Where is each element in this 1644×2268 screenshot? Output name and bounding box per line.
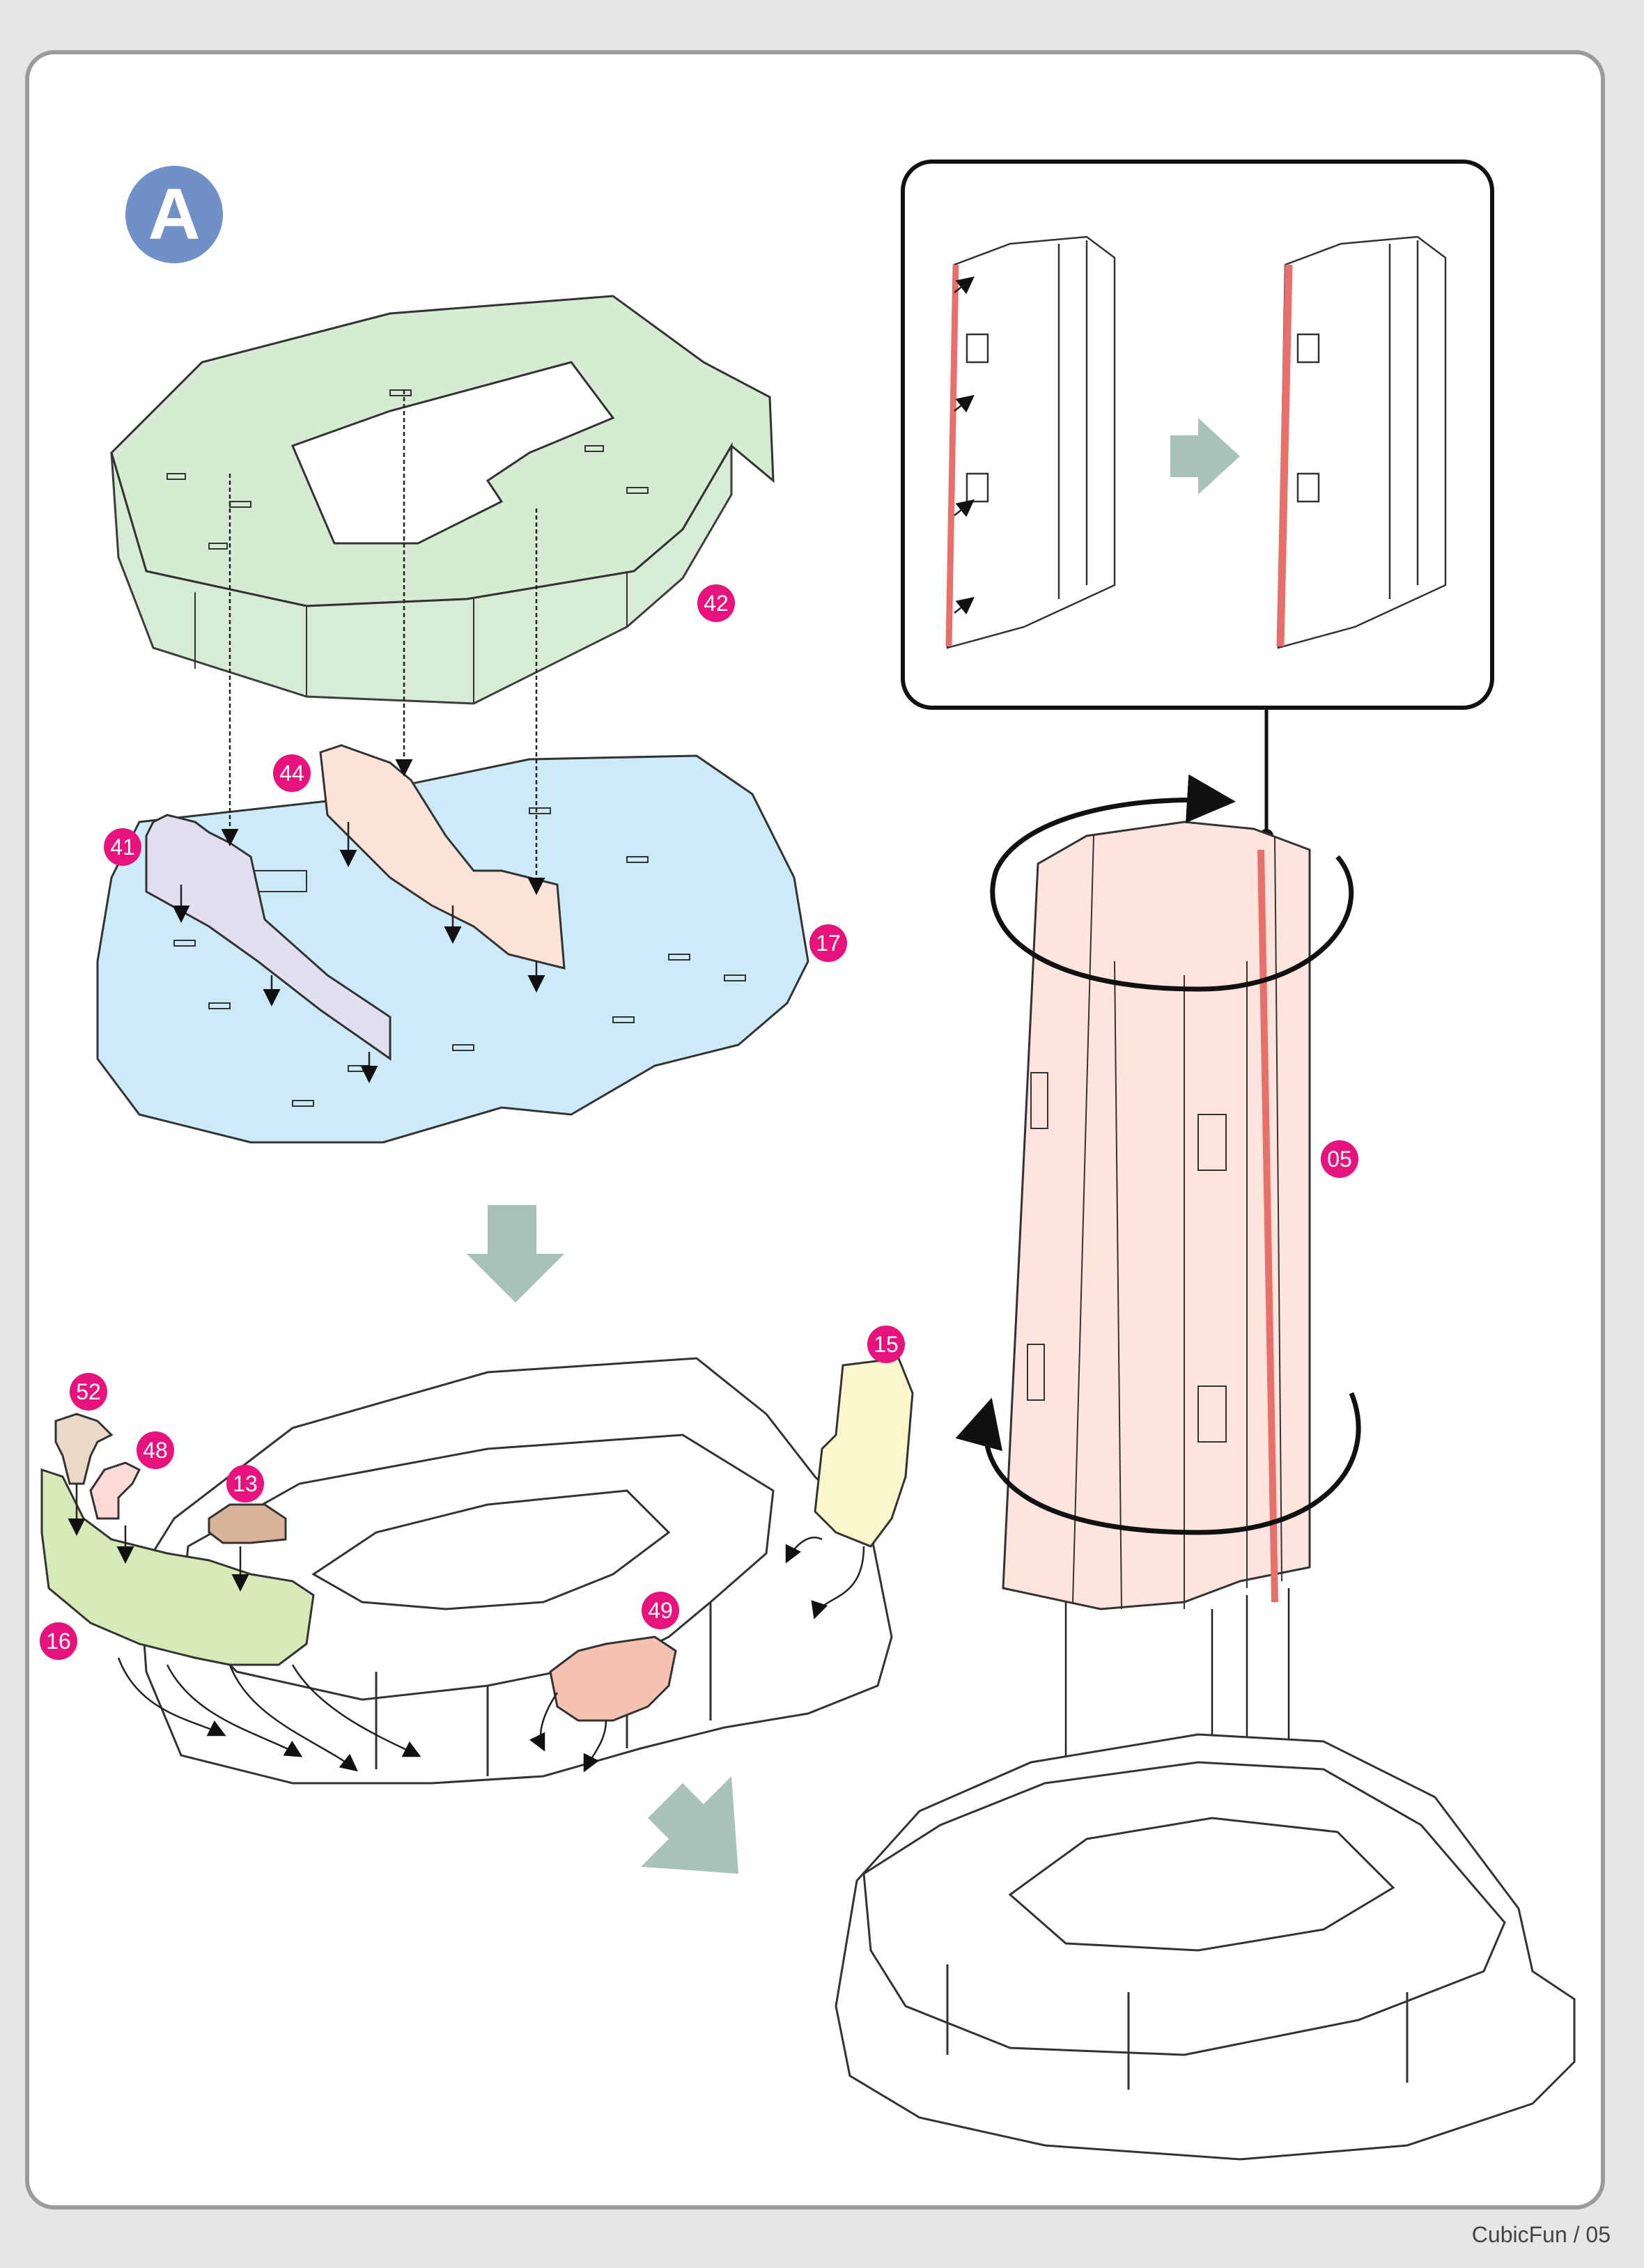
assembled-base-lower [138,1357,893,1785]
part-42-side [110,442,733,705]
part-49-piece [549,1636,677,1722]
part-label-52: 52 [70,1373,107,1411]
inset-panel-before [946,235,1116,649]
step-badge: A [125,166,223,263]
lower-insertion-arrows [68,1484,865,1773]
insertion-arrows [172,390,545,1083]
part-15-piece [814,1357,914,1548]
part-48-piece [89,1461,141,1520]
part-42-hole [290,361,615,545]
part-label-05: 05 [1321,1140,1358,1178]
rotation-arrows [955,774,1361,1535]
part-label-41: 41 [104,828,141,866]
part-label-15: 15 [867,1326,905,1363]
part-label-44: 44 [273,754,311,792]
tower-glue-strip [1257,849,1278,1603]
part-42-ring [110,295,775,705]
inset-glue-before [945,264,959,647]
tower-panel-lines [1027,835,1282,1610]
inset-step-arrow [1170,418,1240,495]
inset-panel-after [1277,235,1447,649]
inset-glue-after [1276,264,1293,647]
part-16-wall [40,1468,315,1666]
part-label-42: 42 [697,584,735,622]
step-diagonal-arrow [641,1776,738,1874]
part-41-wall [145,814,391,1061]
part-17-base [96,754,809,1144]
part-17-shape [96,754,809,1144]
inset-glue-arrows [954,276,975,615]
page-footer: CubicFun / 05 [1471,2222,1611,2247]
part-52-piece [54,1413,114,1485]
part-label-17: 17 [809,924,847,962]
assembled-base-right [835,1733,1576,2161]
step-down-arrow [467,1205,564,1303]
part-13-piece [208,1503,287,1544]
part-label-13: 13 [226,1465,264,1502]
part-label-16: 16 [40,1622,77,1660]
part-label-49: 49 [642,1592,679,1629]
part-label-48: 48 [137,1431,174,1469]
part-05-tower [1002,821,1311,1610]
